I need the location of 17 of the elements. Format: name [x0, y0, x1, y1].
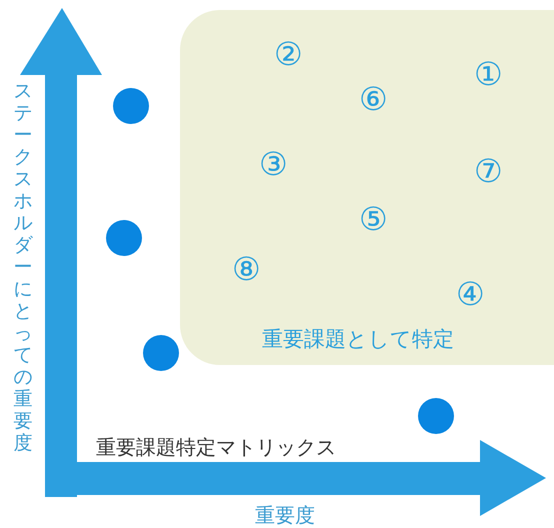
circled-number: ③ [259, 148, 288, 180]
axis-title: 重要度 [255, 502, 315, 528]
dot [418, 398, 454, 434]
area-caption: 重要課題として特定 [262, 326, 454, 353]
circled-number: ② [274, 38, 303, 70]
axis-title: ステークスホルダーにとっての重要度 [12, 80, 34, 454]
circled-number: ⑤ [359, 203, 388, 235]
circled-number: ⑥ [359, 83, 388, 115]
dot [143, 335, 179, 371]
circled-number: ④ [456, 278, 485, 310]
matrix-title: 重要課題特定マトリックス [96, 434, 336, 461]
dot [113, 88, 149, 124]
circled-number: ⑧ [232, 253, 261, 285]
highlight-area [180, 10, 554, 365]
circled-number: ⑦ [474, 155, 503, 187]
dot [106, 220, 142, 256]
circled-number: ① [474, 58, 503, 90]
